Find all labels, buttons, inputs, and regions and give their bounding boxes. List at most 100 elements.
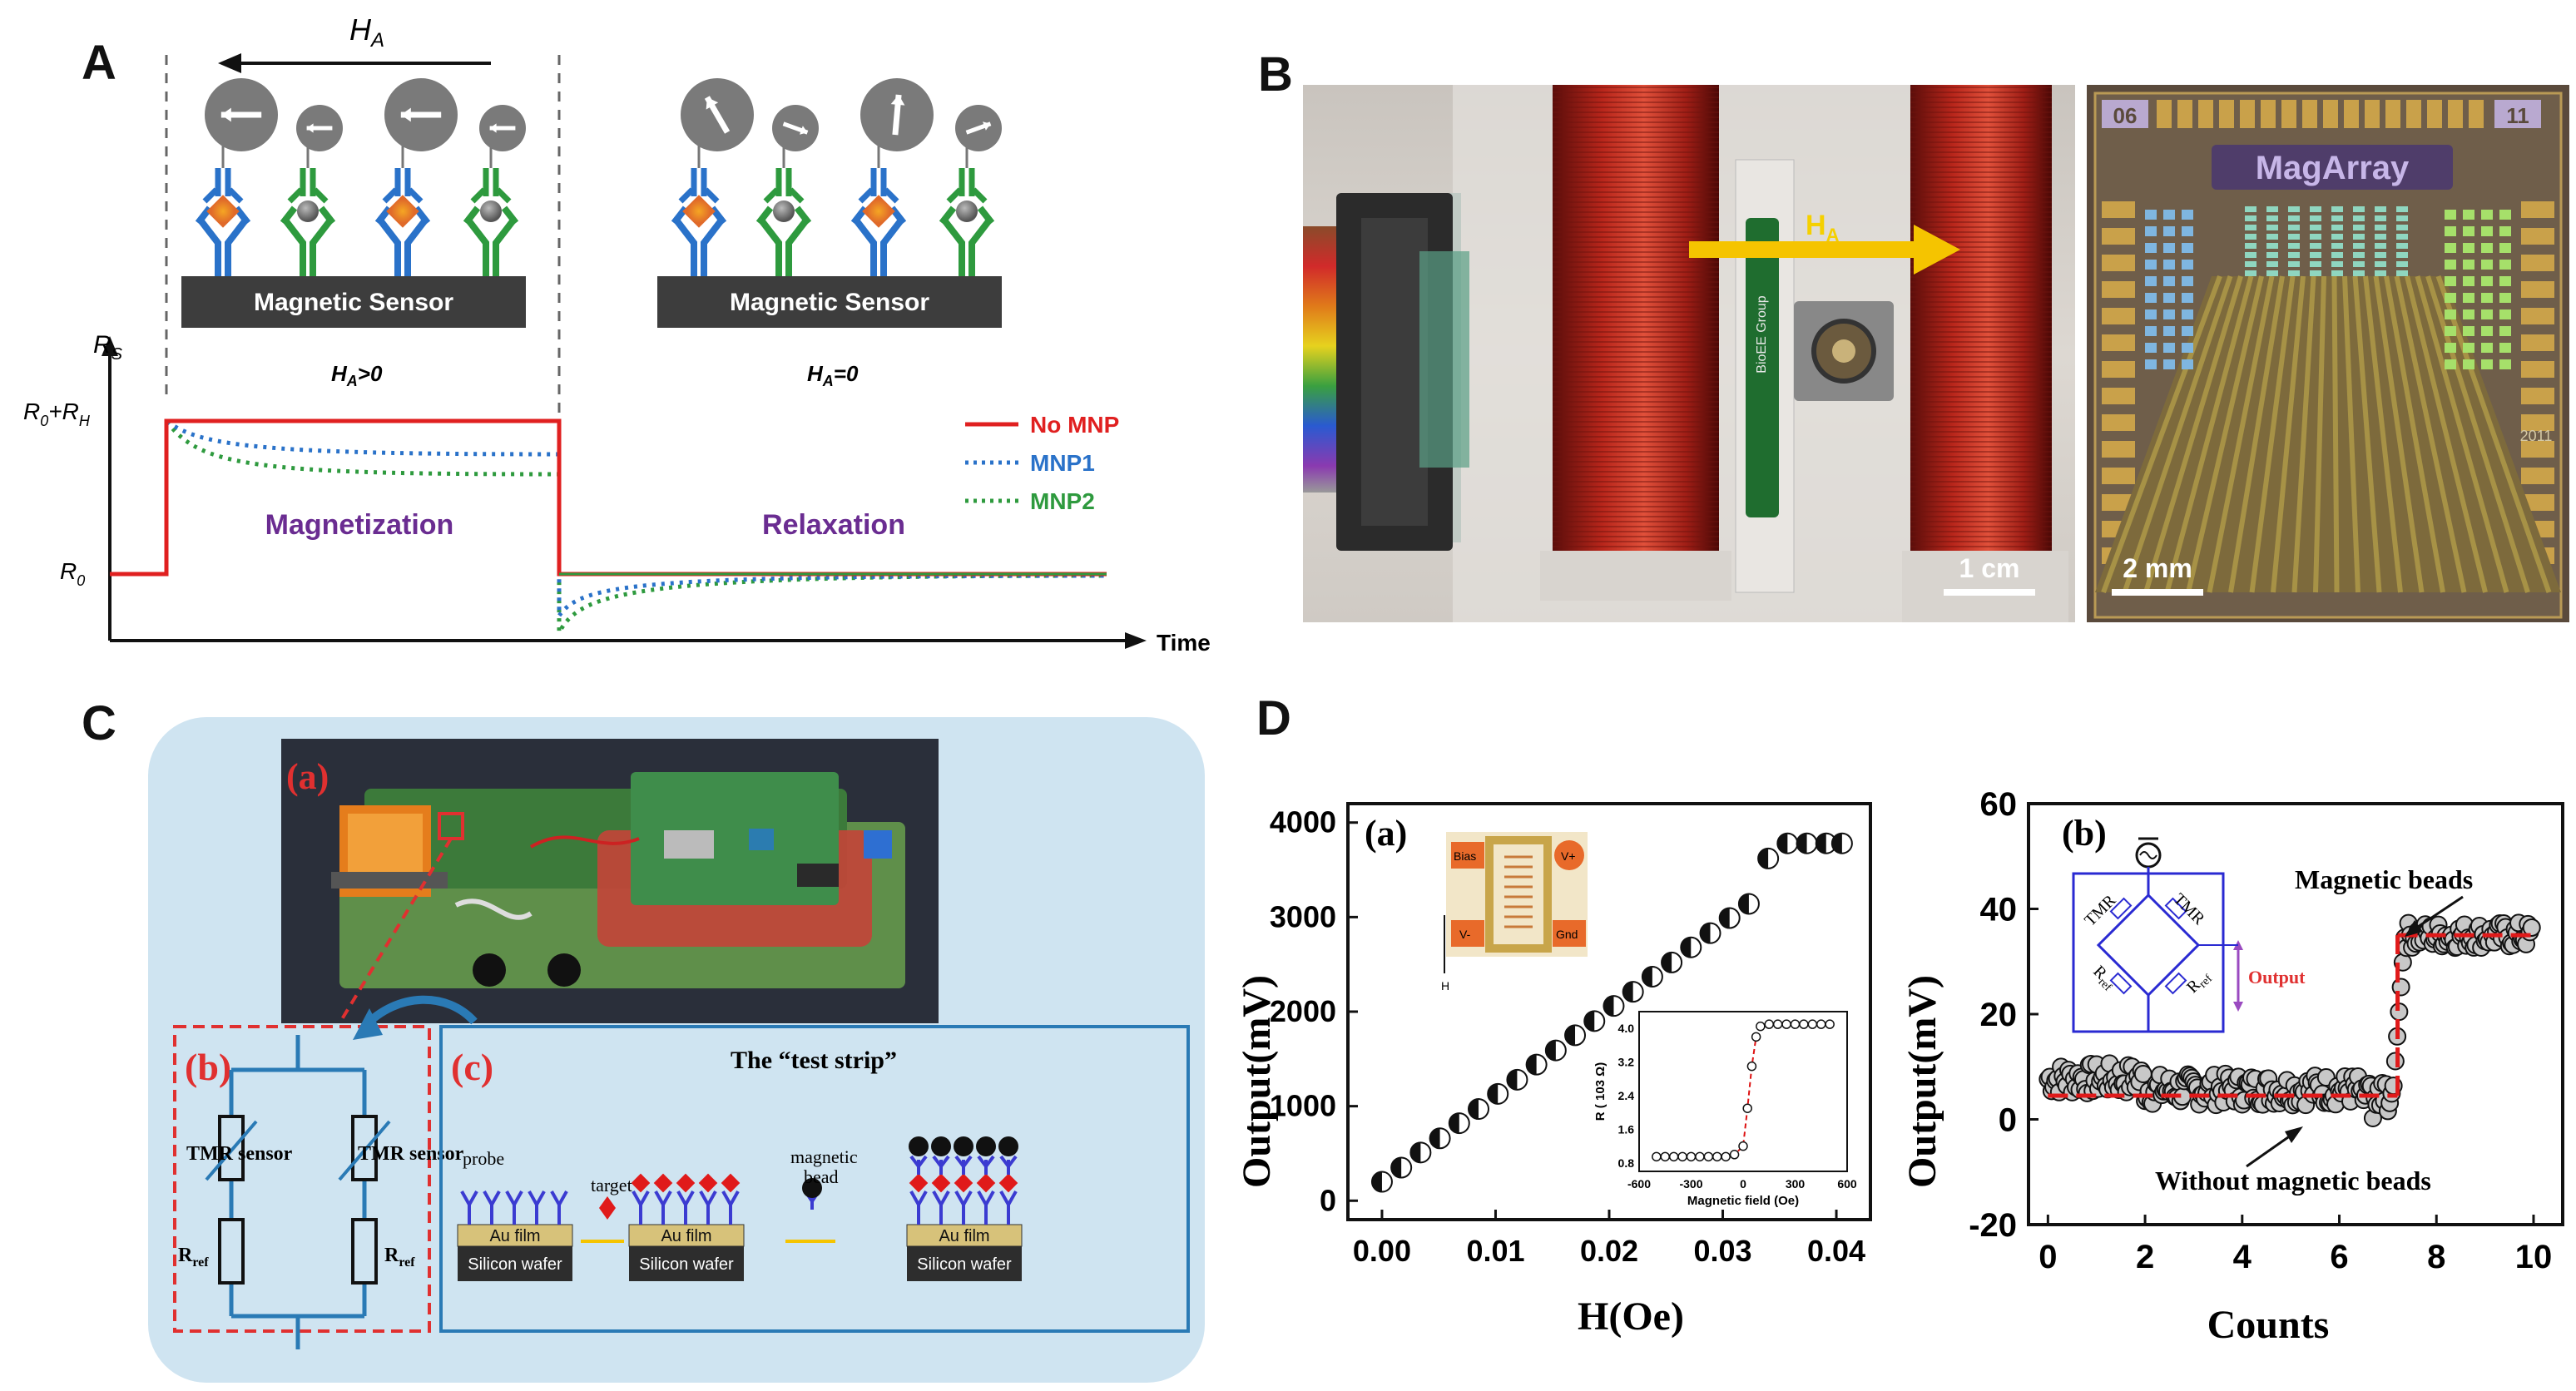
d1-xtick-label: 0.00 bbox=[1353, 1234, 1411, 1268]
target-label: target bbox=[591, 1175, 632, 1195]
d1-point-fill bbox=[1719, 908, 1730, 928]
inset-point bbox=[1712, 1151, 1722, 1162]
bead-label-1: magnetic bbox=[790, 1146, 858, 1167]
d1-point-fill bbox=[1603, 996, 1614, 1017]
magnetic-sensor-right: Magnetic Sensor bbox=[657, 276, 1002, 328]
d1-point-fill bbox=[1622, 982, 1633, 1002]
d1-xlabel: H(Oe) bbox=[1578, 1294, 1684, 1339]
panel-c-diagrams: (b) TMR sensor TMR sensor Rref Rref (c) … bbox=[173, 995, 1190, 1349]
bridge-circuit-inset: TMR TMR Rref Rref Output bbox=[2072, 837, 2306, 1033]
chip-brand: MagArray bbox=[2256, 150, 2410, 186]
svg-text:Rref: Rref bbox=[2183, 967, 2215, 998]
tmr-sensor-left: TMR sensor bbox=[186, 1143, 293, 1165]
y-tick-high: R0+RH bbox=[23, 398, 91, 429]
d1-point-fill bbox=[1526, 1054, 1537, 1075]
inset-point bbox=[1799, 1019, 1809, 1029]
sub-label-c-c: (c) bbox=[451, 1046, 493, 1088]
antibody-complexes-magnetized bbox=[195, 78, 526, 276]
d2-ytick-label: 0 bbox=[1999, 1102, 2017, 1139]
d1-point-fill bbox=[1758, 848, 1769, 869]
y-axis-label-a: RS bbox=[93, 331, 123, 364]
sub-label-d-b: (b) bbox=[2062, 813, 2107, 854]
panel-a-schematic: HA Magnetic Sensor Magnetic Sensor HA>0 … bbox=[23, 12, 1211, 656]
d1-ylabel: Output(mV) bbox=[1235, 975, 1279, 1188]
svg-text:Gnd: Gnd bbox=[1556, 928, 1578, 941]
d2-point bbox=[2522, 918, 2541, 937]
probe-label: probe bbox=[463, 1148, 504, 1169]
d1-point-fill bbox=[1371, 1171, 1382, 1192]
d1-point-fill bbox=[1545, 1040, 1556, 1061]
inset-ytick-label: 2.4 bbox=[1618, 1089, 1635, 1102]
coil-setup-photo: BioEE Group HA 1 cm bbox=[1303, 85, 2075, 622]
inset-point bbox=[1772, 1019, 1783, 1029]
inset-xlabel: Magnetic field (Oe) bbox=[1687, 1194, 1799, 1208]
tmr-sensor-right: TMR sensor bbox=[358, 1143, 464, 1165]
sub-label-c-a: (a) bbox=[286, 756, 329, 797]
test-circuit-photo: (a) bbox=[281, 739, 939, 1023]
inset-ylabel: R ( 103 Ω) bbox=[1593, 1062, 1608, 1121]
d1-point-fill bbox=[1816, 833, 1826, 854]
svg-text:V+: V+ bbox=[1561, 849, 1576, 863]
svg-text:Au film: Au film bbox=[489, 1227, 540, 1245]
inset-point bbox=[1652, 1151, 1662, 1162]
inset-xtick-label: 0 bbox=[1740, 1177, 1746, 1191]
d1-point-fill bbox=[1488, 1083, 1499, 1104]
rref-right: Rref bbox=[384, 1245, 415, 1270]
svg-text:H: H bbox=[1441, 979, 1449, 993]
inset-xtick-label: 300 bbox=[1786, 1177, 1806, 1191]
inset-point bbox=[1751, 1032, 1761, 1042]
d1-ytick-label: 3000 bbox=[1270, 899, 1336, 933]
svg-text:Silicon wafer: Silicon wafer bbox=[639, 1255, 734, 1274]
inset-point bbox=[1816, 1019, 1826, 1029]
d2-ytick-label: 60 bbox=[1980, 786, 2018, 823]
inset-point bbox=[1721, 1151, 1731, 1162]
phase-magnetization: Magnetization bbox=[265, 509, 454, 541]
d1-point-fill bbox=[1738, 894, 1749, 914]
scale-bar-2mm: 2 mm bbox=[2123, 553, 2192, 583]
panel-label-b: B bbox=[1258, 47, 1293, 101]
svg-text:Silicon wafer: Silicon wafer bbox=[917, 1255, 1012, 1274]
d1-point-fill bbox=[1449, 1113, 1459, 1134]
d2-ytick-label: -20 bbox=[1969, 1207, 2017, 1244]
svg-text:Au film: Au film bbox=[661, 1227, 711, 1245]
inset-point bbox=[1825, 1019, 1835, 1029]
inset-point bbox=[1742, 1103, 1752, 1113]
inset-point bbox=[1660, 1151, 1670, 1162]
d1-point-fill bbox=[1584, 1011, 1595, 1032]
d1-point-fill bbox=[1700, 923, 1711, 943]
curve-no-mnp bbox=[110, 418, 1107, 577]
d1-xtick-label: 0.03 bbox=[1693, 1234, 1751, 1268]
d2-xtick-label: 4 bbox=[2233, 1239, 2252, 1275]
d1-point-fill bbox=[1565, 1025, 1576, 1046]
magarray-chip-photo: MagArray 06 11 2011 2 mm bbox=[2087, 85, 2569, 622]
state-label-off: HA=0 bbox=[807, 361, 859, 389]
test-strip-title: The “test strip” bbox=[731, 1047, 897, 1074]
d1-point-fill bbox=[1681, 937, 1692, 958]
inset-ytick-label: 4.0 bbox=[1618, 1022, 1635, 1035]
d2-point bbox=[2391, 978, 2410, 997]
field-label-a: HA bbox=[349, 12, 384, 52]
d1-point-fill bbox=[1831, 833, 1842, 854]
inset-point bbox=[1781, 1019, 1791, 1029]
svg-text:2011: 2011 bbox=[2520, 428, 2553, 444]
annotation-without-beads: Without magnetic beads bbox=[2155, 1166, 2431, 1195]
legend-a: No MNP MNP1 MNP2 bbox=[965, 412, 1119, 514]
d1-ytick-label: 4000 bbox=[1270, 805, 1336, 839]
d2-xtick-label: 2 bbox=[2136, 1239, 2154, 1275]
d1-xtick-label: 0.04 bbox=[1807, 1234, 1865, 1268]
sub-label-c-b: (b) bbox=[185, 1046, 231, 1088]
d1-point-fill bbox=[1662, 952, 1672, 973]
panel-label-d: D bbox=[1256, 691, 1291, 745]
inset-point bbox=[1686, 1151, 1697, 1162]
d1-point-fill bbox=[1429, 1128, 1440, 1149]
y-tick-base: R0 bbox=[60, 558, 85, 589]
d2-xtick-label: 8 bbox=[2427, 1239, 2445, 1275]
sensor-chip-inset: Bias V+ V- Gnd H bbox=[1441, 832, 1588, 993]
d2-ylabel: Output(mV) bbox=[1900, 975, 1944, 1188]
d1-xtick-label: 0.01 bbox=[1466, 1234, 1524, 1268]
inset-point bbox=[1729, 1150, 1740, 1160]
panel-label-c: C bbox=[82, 696, 116, 750]
svg-text:Silicon wafer: Silicon wafer bbox=[468, 1255, 562, 1274]
svg-text:06: 06 bbox=[2113, 103, 2138, 128]
